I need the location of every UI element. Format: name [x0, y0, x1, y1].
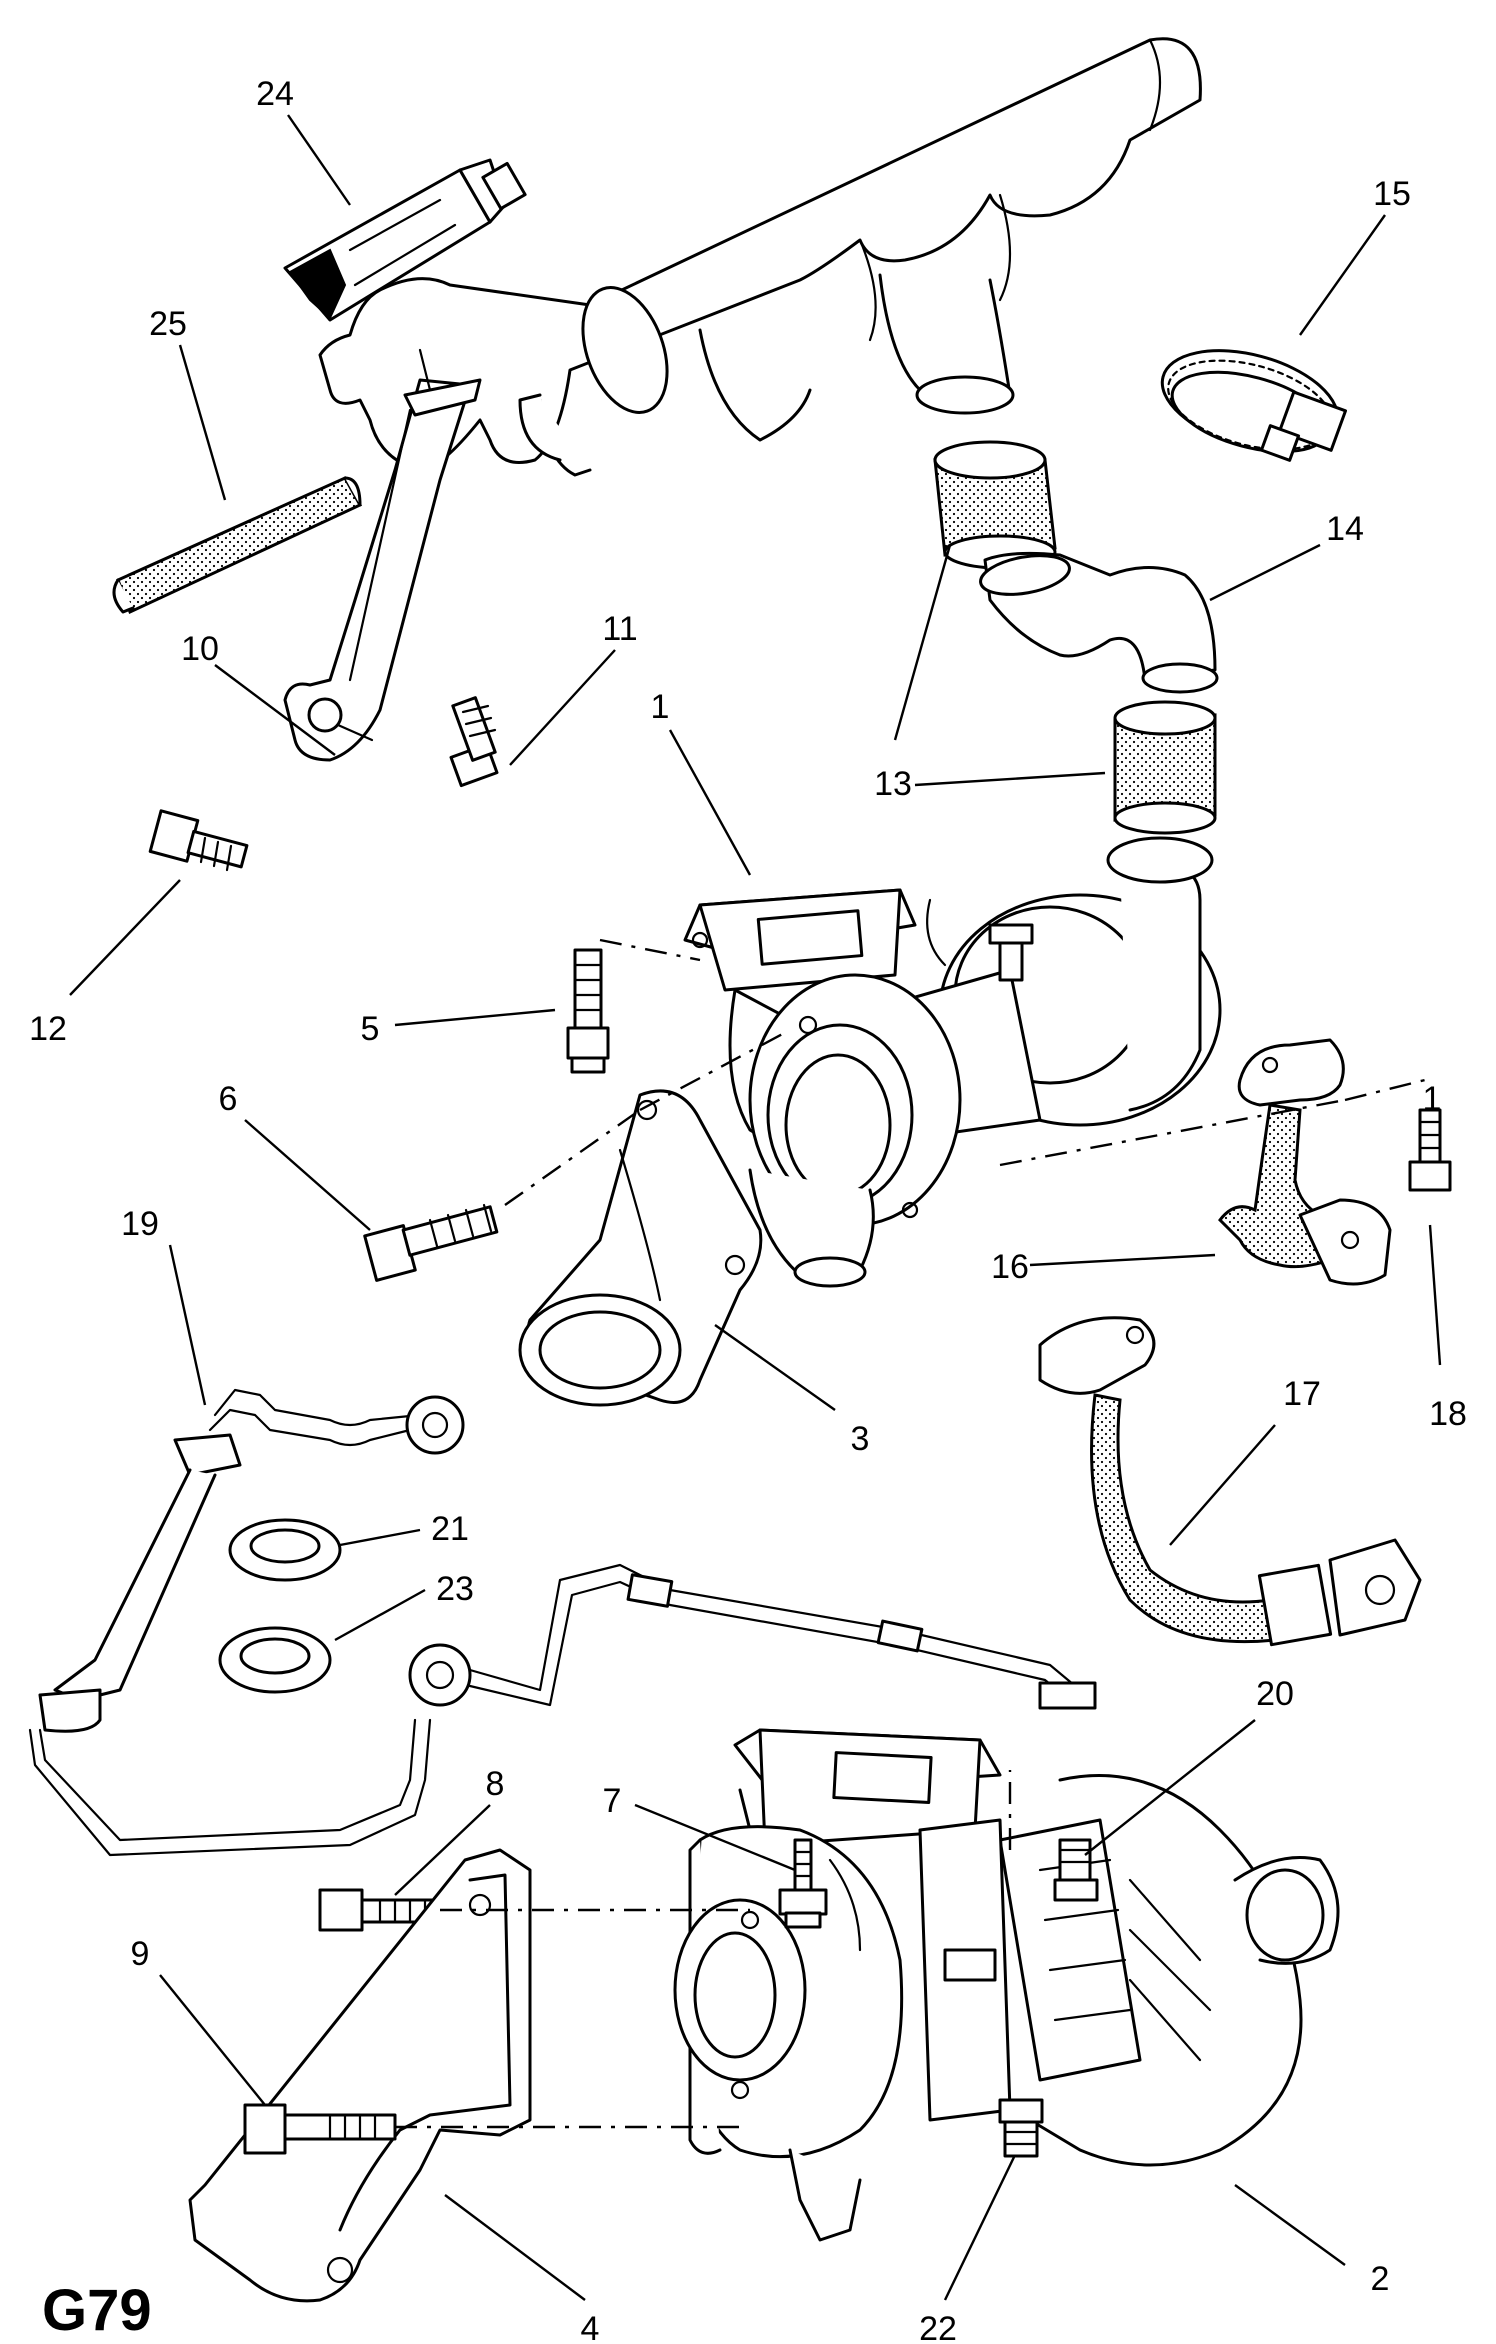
callout-6: 6	[219, 1080, 238, 1118]
turbocharger-lower	[673, 1728, 1340, 2242]
stud-7	[778, 1838, 828, 1929]
gasket-strip	[112, 476, 363, 615]
bolt-9	[243, 2103, 397, 2155]
stud-5	[566, 948, 610, 1074]
union-fitting-22	[998, 2098, 1044, 2158]
callout-5: 5	[361, 1010, 380, 1048]
callout-22: 22	[919, 2310, 957, 2344]
callout-2: 2	[1371, 2260, 1390, 2298]
callout-16: 16	[991, 1248, 1029, 1286]
figure-code: G79	[42, 2278, 152, 2343]
callout-19: 19	[121, 1205, 159, 1243]
callout-9: 9	[131, 1935, 150, 1973]
callout-8: 8	[486, 1765, 505, 1803]
callout-12: 12	[29, 1010, 67, 1048]
callout-18: 18	[1429, 1395, 1467, 1433]
oil-return-pipe	[1218, 1038, 1392, 1286]
flange-gasket-4	[188, 1848, 532, 2303]
bolt-18	[1408, 1108, 1452, 1192]
oil-line	[28, 1388, 1097, 1857]
bolt-6	[363, 1203, 499, 1282]
hose-clamp	[1160, 349, 1347, 462]
callout-13: 13	[874, 765, 912, 803]
callout-1-lower: 1	[1423, 1080, 1442, 1118]
bolt-12	[148, 809, 249, 872]
bolt-11	[449, 696, 499, 788]
callout-10: 10	[181, 630, 219, 668]
turbocharger-upper	[683, 836, 1222, 1288]
callout-23: 23	[436, 1570, 474, 1608]
callout-4: 4	[581, 2310, 600, 2344]
callout-labels: 24 25 15 14 11 10 1 13 12 5 6 1 19 16 3 …	[29, 75, 1467, 2344]
support-bracket	[283, 348, 482, 762]
callout-3: 3	[851, 1420, 870, 1458]
callout-24: 24	[256, 75, 294, 113]
intermediate-pipe	[979, 551, 1219, 694]
callout-15: 15	[1373, 175, 1411, 213]
oil-feed-pipe	[1038, 1316, 1422, 1647]
alignment-lines	[395, 938, 1426, 2129]
seal-ring-23	[218, 1626, 332, 1694]
union-fitting-20	[1053, 1838, 1099, 1902]
callout-17: 17	[1283, 1375, 1321, 1413]
callout-25: 25	[149, 305, 187, 343]
exhaust-elbow	[518, 1089, 763, 1407]
sealant-tube	[283, 158, 527, 322]
exhaust-manifold	[318, 37, 1202, 477]
coupling-sleeve-upper	[933, 440, 1057, 570]
leader-lines	[69, 114, 1442, 2301]
callout-21: 21	[431, 1510, 469, 1548]
callout-1-upper: 1	[651, 688, 670, 726]
callout-14: 14	[1326, 510, 1364, 548]
coupling-sleeve-lower	[1113, 700, 1217, 835]
callout-7: 7	[603, 1782, 622, 1820]
seal-ring-21	[228, 1518, 342, 1582]
callout-11: 11	[602, 610, 637, 648]
callout-20: 20	[1256, 1675, 1294, 1713]
